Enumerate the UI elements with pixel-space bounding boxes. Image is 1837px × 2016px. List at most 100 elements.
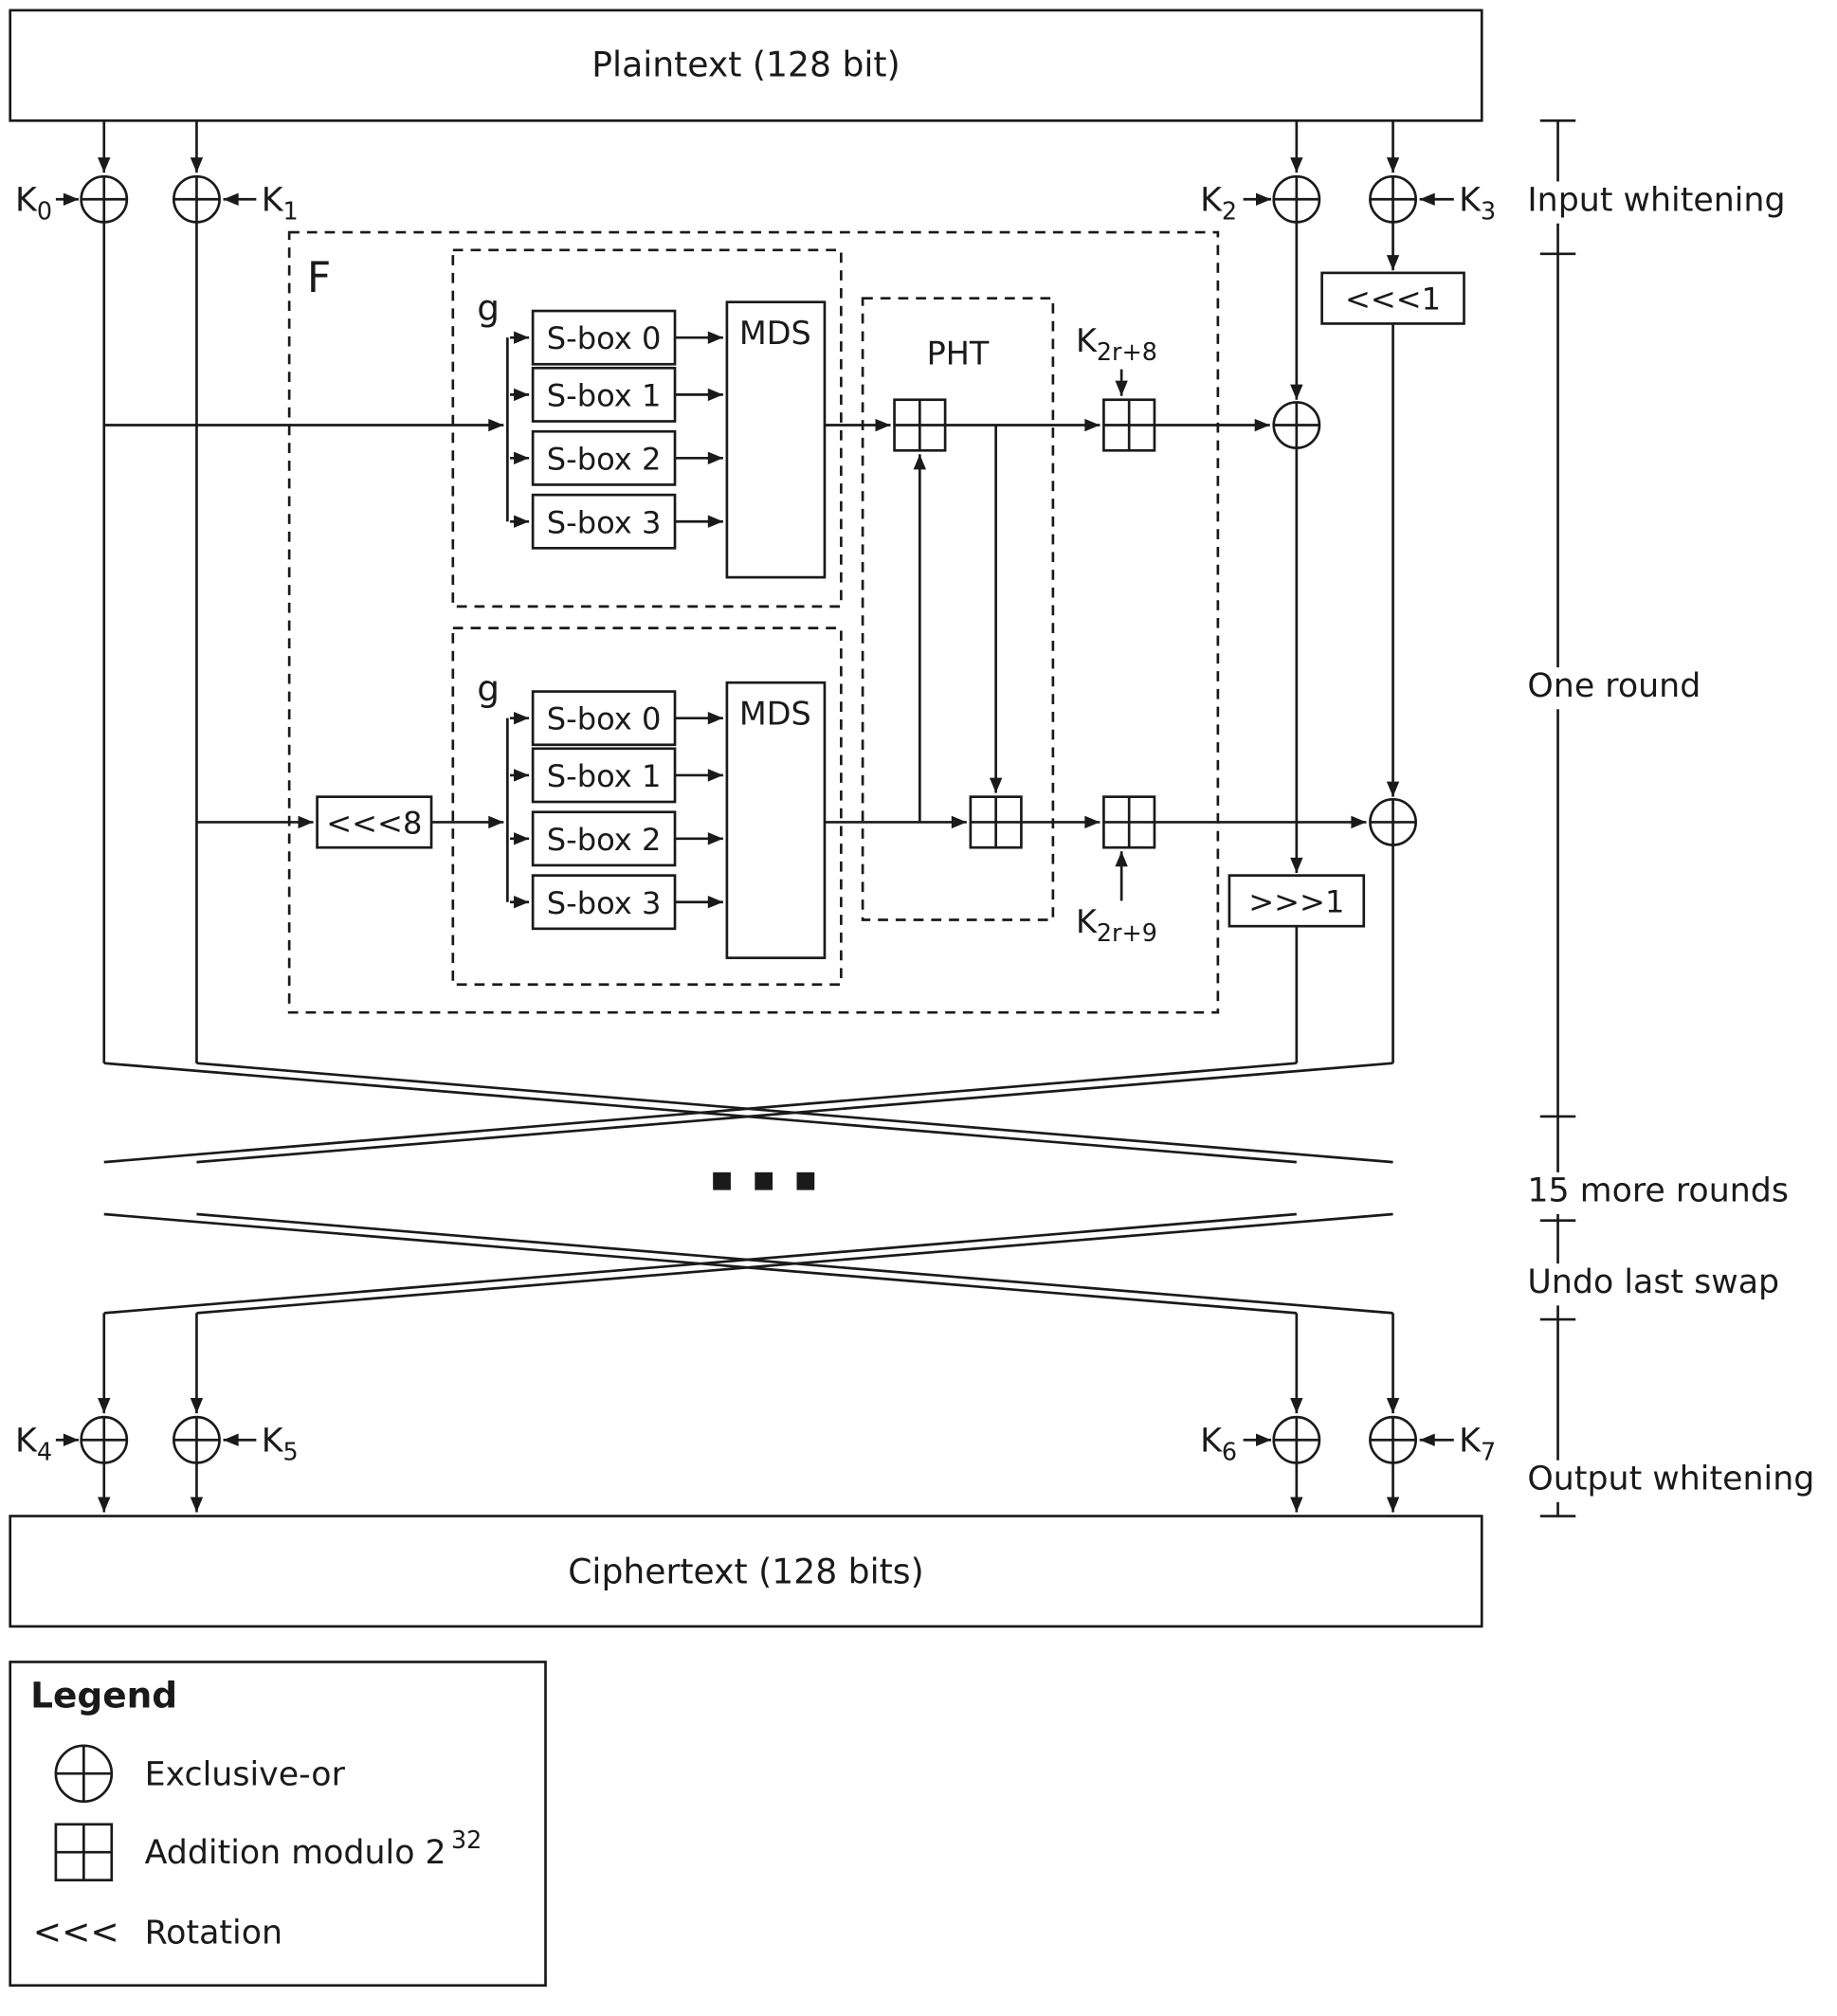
key-label-k4: K4 <box>15 1422 52 1465</box>
plaintext-box <box>9 9 1483 122</box>
f-function-label: F <box>307 254 331 302</box>
swap-wire <box>103 1062 1297 1164</box>
key-sub: 3 <box>1481 197 1496 226</box>
key-sub: 7 <box>1481 1438 1496 1466</box>
sbox-g1-3 <box>531 493 677 550</box>
mds2-label: MDS <box>739 695 811 732</box>
key-sub: 2r+8 <box>1097 337 1157 366</box>
legend-rotation-label: Rotation <box>145 1915 282 1952</box>
sbox-g2-0-label: S-box 0 <box>547 701 662 737</box>
xor-icon-round-bottom <box>1369 797 1417 846</box>
sbox-g2-1-label: S-box 1 <box>547 758 662 794</box>
add-icon-k2r8 <box>1102 398 1156 452</box>
mds2-box <box>725 681 827 959</box>
add-icon-pht-top <box>893 398 947 452</box>
key-base: K <box>1459 181 1482 219</box>
sbox-g2-0 <box>531 690 677 747</box>
sbox-g1-0-label: S-box 0 <box>547 320 662 356</box>
xor-icon-k4 <box>80 1415 129 1464</box>
stage-label-input-whitening: Input whitening <box>1527 181 1785 219</box>
xor-icon-k2 <box>1272 174 1321 224</box>
sbox-g2-2 <box>531 810 677 867</box>
rotate-left-8-box <box>316 795 433 849</box>
ellipsis-dot <box>796 1171 815 1190</box>
key-label-k3: K3 <box>1459 181 1496 225</box>
ellipsis-dot <box>755 1171 773 1190</box>
key-sub: 1 <box>283 197 299 226</box>
key-sub: 6 <box>1222 1438 1237 1466</box>
key-label-k2: K2 <box>1200 181 1237 225</box>
key-label-k2r9: K2r+9 <box>1076 903 1157 947</box>
rotate-right-1-box <box>1228 874 1366 928</box>
key-base: K <box>15 1422 38 1460</box>
key-label-k6: K6 <box>1200 1422 1237 1465</box>
key-base: K <box>1076 322 1098 359</box>
pht-frame <box>861 297 1055 921</box>
key-sub: 0 <box>37 197 52 226</box>
key-base: K <box>1200 181 1223 219</box>
key-base: K <box>1200 1422 1223 1460</box>
stage-label-output-whitening: Output whitening <box>1527 1460 1814 1498</box>
key-sub: 5 <box>283 1438 299 1466</box>
key-base: K <box>1076 903 1098 940</box>
xor-icon-k7 <box>1369 1415 1417 1464</box>
xor-icon-k5 <box>173 1415 221 1464</box>
key-sub: 2 <box>1222 197 1237 226</box>
add-icon-k2r9 <box>1102 795 1156 849</box>
ellipsis-dot <box>713 1171 731 1190</box>
sbox-g1-1-label: S-box 1 <box>547 377 662 413</box>
stage-label-more-rounds: 15 more rounds <box>1527 1172 1789 1210</box>
legend-xor-label: Exclusive-or <box>145 1755 346 1793</box>
legend-add-text: Addition modulo 2 <box>145 1834 446 1872</box>
key-base: K <box>262 181 284 219</box>
rotate-left-1-label: <<<1 <box>1345 282 1441 318</box>
xor-icon-round-top <box>1272 401 1321 449</box>
mds1-box <box>725 300 827 579</box>
sbox-g1-0 <box>531 309 677 366</box>
undo-swap-wire <box>196 1212 1393 1315</box>
swap-wire <box>196 1062 1393 1164</box>
add-icon-pht-bottom <box>969 795 1023 849</box>
stage-label-one-round: One round <box>1527 667 1701 705</box>
rotate-right-1-label: >>>1 <box>1248 883 1344 919</box>
sbox-g1-1 <box>531 366 677 423</box>
legend-add-exponent: 32 <box>451 1825 482 1854</box>
undo-swap-wire <box>103 1212 1297 1315</box>
key-sub: 2r+9 <box>1097 918 1157 947</box>
legend-rotation-icon: <<< <box>33 1912 119 1952</box>
sbox-g2-3 <box>531 874 677 931</box>
plaintext-label: Plaintext (128 bit) <box>591 44 900 84</box>
g1-label: g <box>477 286 500 328</box>
ciphertext-box <box>9 1515 1483 1628</box>
stage-bracket <box>1539 118 1576 1517</box>
sbox-g2-1 <box>531 747 677 804</box>
key-sub: 4 <box>37 1438 52 1466</box>
sbox-g2-2-label: S-box 2 <box>547 822 662 858</box>
wires <box>55 120 1454 1513</box>
legend-title: Legend <box>30 1675 177 1716</box>
key-label-k7: K7 <box>1459 1422 1496 1465</box>
rotate-left-1-box <box>1320 271 1465 325</box>
sbox-g1-2-label: S-box 2 <box>547 441 662 477</box>
key-base: K <box>262 1422 284 1460</box>
rotate-left-8-label: <<<8 <box>326 805 422 841</box>
key-label-k2r8: K2r+8 <box>1076 322 1157 366</box>
sbox-g2-3-label: S-box 3 <box>547 885 662 921</box>
xor-icon-k3 <box>1369 174 1417 224</box>
f-function-frame <box>287 230 1220 1014</box>
key-base: K <box>15 181 38 219</box>
mds1-label: MDS <box>739 315 811 352</box>
key-label-k0: K0 <box>15 181 52 225</box>
key-label-k5: K5 <box>262 1422 299 1465</box>
sbox-g1-3-label: S-box 3 <box>547 504 662 540</box>
key-label-k1: K1 <box>262 181 299 225</box>
xor-icon-k1 <box>173 174 221 224</box>
sbox-g1-2 <box>531 429 677 486</box>
key-base: K <box>1459 1422 1482 1460</box>
xor-icon-k0 <box>80 174 129 224</box>
ciphertext-label: Ciphertext (128 bits) <box>568 1551 924 1591</box>
g2-label: g <box>477 667 500 709</box>
